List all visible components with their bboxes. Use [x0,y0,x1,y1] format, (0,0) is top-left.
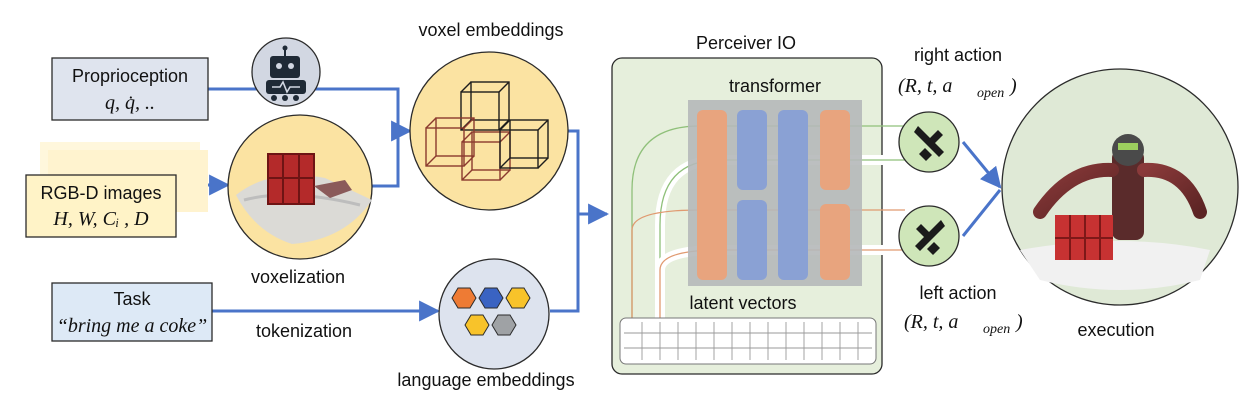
gripper-icon [915,220,945,255]
rgbd-box: RGB-D images H, W, Cᵢ , D [25,142,208,238]
connector-right [961,141,1002,189]
rgbd-title: RGB-D images [40,183,161,203]
connector-voxel-to-perceiver [568,129,610,225]
voxel-embeddings-circle [409,51,569,211]
connector-voxelization [372,120,413,188]
language-embeddings-circle [438,258,550,370]
language-embeddings-label: language embeddings [397,370,574,390]
svg-text:open: open [983,322,1010,337]
task-text: “bring me a coke” [57,315,208,337]
perceiver-label: Perceiver IO [696,33,796,53]
hexagon-icon [451,287,531,336]
task-box: Task “bring me a coke” [51,282,213,342]
execution-label: execution [1077,320,1154,340]
voxelization-circle [227,114,373,260]
connector-language [550,214,580,313]
tokenization-label: tokenization [256,321,352,341]
connectors [176,87,1002,322]
cube-icon [425,81,549,181]
svg-text:): ) [1009,75,1017,97]
voxelization-label: voxelization [251,267,345,287]
svg-text:(R, t, a: (R, t, a [904,311,958,333]
voxel-embeddings-label: voxel embeddings [418,20,563,40]
perceiver-block [611,57,905,375]
proprioception-title: Proprioception [72,66,188,86]
svg-text:(R, t, a: (R, t, a [898,75,952,97]
connector-left [961,189,1002,237]
gripper-icon [914,126,944,161]
latent-vector-grid [619,317,877,365]
execution-circle [1001,68,1239,306]
task-title: Task [113,289,151,309]
left-action-label: left action [919,283,996,303]
proprioception-formula: q, q̇, .. [105,92,155,114]
svg-text:open: open [977,86,1004,101]
right-action-label: right action [914,45,1002,65]
gripper-left [898,205,960,267]
transformer-label: transformer [729,76,821,96]
rgbd-formula: H, W, Cᵢ , D [52,208,149,230]
robot-icon [251,37,321,107]
gripper-right [898,111,960,173]
latent-vectors-label: latent vectors [689,293,796,313]
proprioception-box: Proprioception q, q̇, .. [51,57,209,121]
svg-text:): ) [1015,311,1023,333]
right-action-formula: (R, t, a open ) [898,75,1017,101]
left-action-formula: (R, t, a open ) [904,311,1023,337]
